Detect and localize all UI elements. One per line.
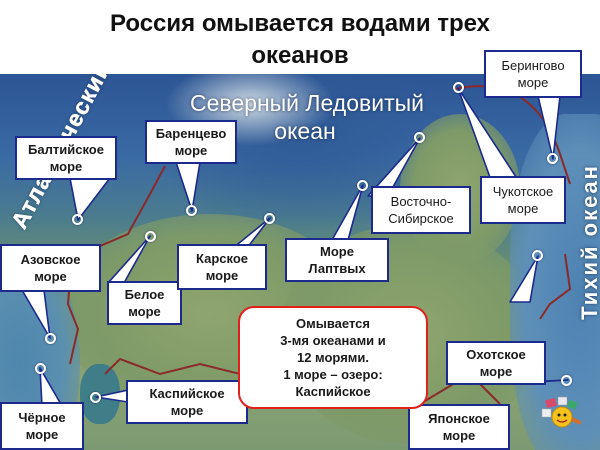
chukchi-sea-name: Чукотское bbox=[492, 184, 554, 199]
arctic-ocean-line-2: океан bbox=[274, 118, 336, 144]
azov-sea-name: Азовское bbox=[20, 252, 81, 267]
summary-line-4: 1 море – озеро: bbox=[283, 367, 383, 382]
pacific-ocean-label: Тихий океан bbox=[577, 164, 600, 320]
caspian-sea-name: Каспийское bbox=[149, 386, 225, 401]
marker-laptev-sea bbox=[357, 180, 368, 191]
marker-baltic-sea bbox=[72, 214, 83, 225]
arctic-ocean-label: Северный Ледовитый океан bbox=[190, 89, 424, 145]
east-siberian-sea-line-2: Сибирское bbox=[388, 211, 454, 226]
baltic-sea-name: Балтийское bbox=[28, 142, 104, 157]
callout-caspian-sea: Каспийское море bbox=[126, 380, 248, 424]
callout-azov-sea: Азовское море bbox=[0, 244, 101, 292]
summary-line-5: Каспийское bbox=[295, 384, 371, 399]
callout-east-siberian-sea: Восточно- Сибирское bbox=[371, 186, 471, 234]
barents-sea-suffix: море bbox=[174, 143, 208, 158]
azov-sea-suffix: море bbox=[34, 269, 67, 284]
marker-white-sea bbox=[145, 231, 156, 242]
arctic-ocean-line-1: Северный Ледовитый bbox=[190, 90, 424, 116]
callout-kara-sea: Карское море bbox=[177, 244, 267, 290]
marker-japan-sea bbox=[561, 375, 572, 386]
callout-black-sea: Чёрное море bbox=[0, 402, 84, 450]
bering-sea-suffix: море bbox=[517, 75, 549, 90]
laptev-sea-name: Лаптвых bbox=[308, 261, 366, 276]
summary-line-1: Омывается bbox=[296, 316, 370, 331]
marker-caspian-sea bbox=[90, 392, 101, 403]
chukchi-sea-suffix: море bbox=[507, 201, 539, 216]
title-line-1: Россия омывается водами трех bbox=[109, 10, 491, 37]
callout-chukchi-sea: Чукотское море bbox=[480, 176, 566, 224]
japan-sea-name: Японское bbox=[428, 411, 490, 426]
white-sea-name: Белое bbox=[124, 287, 165, 302]
callout-laptev-sea: Море Лаптвых bbox=[285, 238, 389, 282]
baltic-sea-suffix: море bbox=[49, 159, 83, 174]
marker-kara-sea bbox=[264, 213, 275, 224]
laptev-sea-prefix: Море bbox=[320, 244, 354, 259]
callout-bering-sea: Берингово море bbox=[484, 50, 582, 98]
black-sea-suffix: море bbox=[25, 427, 59, 442]
marker-barents-sea bbox=[186, 205, 197, 216]
japan-sea-suffix: море bbox=[442, 428, 476, 443]
marker-black-sea bbox=[35, 363, 46, 374]
east-siberian-sea-line-1: Восточно- bbox=[390, 194, 452, 209]
caspian-sea-suffix: море bbox=[170, 403, 204, 418]
marker-azov-sea bbox=[45, 333, 56, 344]
marker-chukchi-sea bbox=[453, 82, 464, 93]
callout-okhotsk-sea: Охотское море bbox=[446, 341, 546, 385]
mascot-icon bbox=[541, 396, 582, 428]
marker-okhotsk-sea bbox=[532, 250, 543, 261]
summary-line-3: 12 морями. bbox=[296, 350, 370, 365]
slide-title: Россия омывается водами трех океанов bbox=[0, 8, 600, 72]
summary-box: Омывается 3-мя океанами и 12 морями. 1 м… bbox=[238, 306, 428, 409]
barents-sea-name: Баренцево bbox=[155, 126, 227, 141]
black-sea-name: Чёрное bbox=[18, 410, 66, 425]
marker-east-siberian-sea bbox=[414, 132, 425, 143]
marker-bering-sea bbox=[547, 153, 558, 164]
callout-baltic-sea: Балтийское море bbox=[15, 136, 117, 180]
white-sea-suffix: море bbox=[128, 304, 161, 319]
kara-sea-suffix: море bbox=[205, 268, 239, 283]
okhotsk-sea-suffix: море bbox=[479, 364, 513, 379]
title-line-2: океанов bbox=[251, 42, 349, 69]
okhotsk-sea-name: Охотское bbox=[466, 347, 526, 362]
kara-sea-name: Карское bbox=[196, 251, 248, 266]
callout-barents-sea: Баренцево море bbox=[145, 120, 237, 164]
summary-line-2: 3-мя океанами и bbox=[280, 333, 386, 348]
bering-sea-name: Берингово bbox=[501, 58, 565, 73]
callout-japan-sea: Японское море bbox=[408, 404, 510, 450]
callout-white-sea: Белое море bbox=[107, 281, 182, 325]
